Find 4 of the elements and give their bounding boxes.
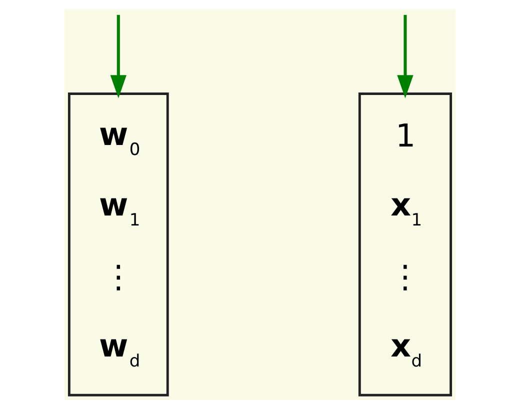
arrow [110, 14, 126, 98]
node-box: w$_{0}$ w$_{1}$ ⋮ w$_{d}$ [67, 92, 168, 396]
arrow [396, 14, 413, 98]
node-box: 1 x$_{1}$ ⋮ x$_{d}$ [358, 92, 452, 396]
